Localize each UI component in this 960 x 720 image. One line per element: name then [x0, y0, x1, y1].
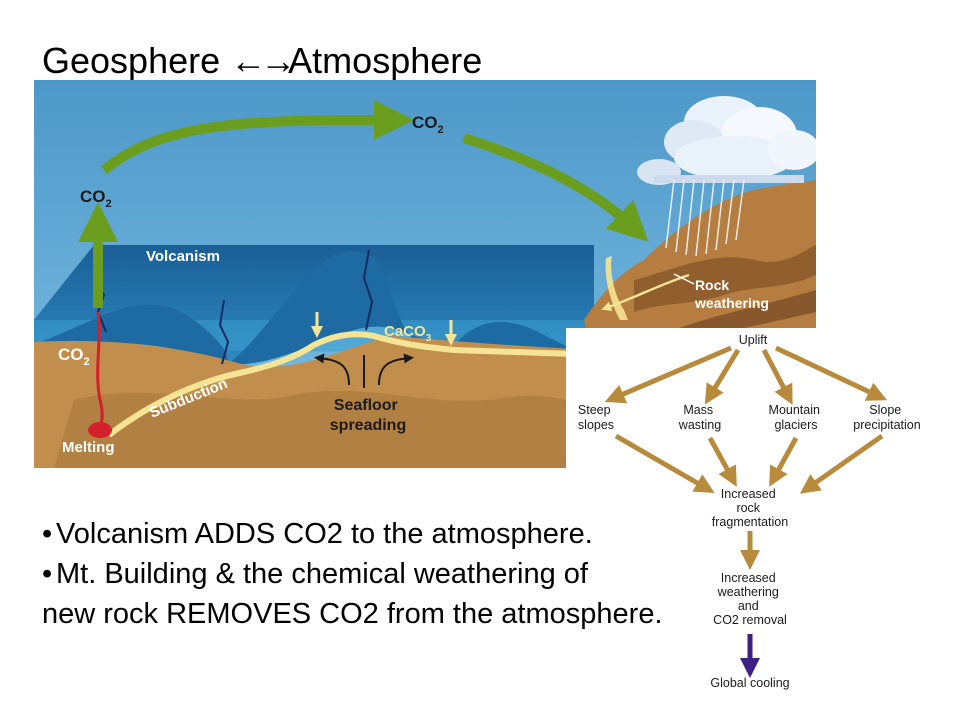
- bullet-item: •Volcanism ADDS CO2 to the atmosphere.: [42, 514, 802, 554]
- arrow-right-icon: →: [260, 40, 297, 81]
- bullet-icon: •: [42, 558, 53, 590]
- bullet-text: Mt. Building & the chemical weathering o…: [56, 558, 588, 590]
- seafloor-ridge: [34, 250, 574, 366]
- label-rock-weathering: Rock weathering: [694, 277, 769, 311]
- node-steep-slopes: Steep slopes: [578, 403, 614, 432]
- green-arrow-co2-down: [462, 133, 649, 242]
- slide-title: Geosphere ← → Atmosphere: [42, 40, 482, 82]
- label-co2-crust: CO2: [58, 345, 90, 368]
- node-global-cooling: Global cooling: [710, 676, 789, 690]
- title-atmosphere: Atmosphere: [288, 40, 483, 81]
- sediment-layer: [107, 331, 575, 438]
- node-increased-fragmentation: Increased rock fragmentation: [712, 487, 788, 529]
- melting-blob: [88, 422, 112, 438]
- uplift-flowchart: Uplift Steep slopes Mass wasting Mountai…: [566, 328, 960, 700]
- label-melting: Melting: [62, 439, 115, 456]
- green-arrow-co2-arc: [100, 100, 414, 174]
- title-geosphere: Geosphere: [42, 40, 221, 81]
- node-increased-weathering: Increased weathering and CO2 removal: [713, 571, 787, 627]
- bullet-text-continued: new rock REMOVES CO2 from the atmosphere…: [42, 598, 663, 630]
- bullet-item: •Mt. Building & the chemical weathering …: [42, 554, 802, 594]
- rock-weathering-zone: [605, 256, 628, 320]
- bullet-list: •Volcanism ADDS CO2 to the atmosphere. •…: [42, 514, 802, 634]
- node-mountain-glaciers: Mountain glaciers: [769, 403, 824, 432]
- rock-weathering-pointer: [673, 273, 695, 285]
- rain-streaks: [665, 179, 745, 257]
- arrow-left-icon: ←: [230, 40, 267, 81]
- node-slope-precipitation: Slope precipitation: [853, 403, 920, 432]
- node-mass-wasting: Mass wasting: [678, 403, 721, 432]
- bullet-text: Volcanism ADDS CO2 to the atmosphere.: [56, 518, 593, 550]
- label-caco3: CaCO3: [384, 323, 432, 344]
- label-co2-left: CO2: [80, 187, 112, 210]
- node-uplift: Uplift: [739, 333, 768, 347]
- flow-arrows: [604, 345, 888, 570]
- rock-weathering-arrow: [601, 273, 690, 312]
- bullet-continuation: new rock REMOVES CO2 from the atmosphere…: [42, 594, 802, 634]
- label-seafloor-spreading: Seafloor spreading: [330, 397, 406, 434]
- crust-shading: [54, 390, 594, 468]
- bullet-icon: •: [42, 518, 53, 550]
- label-co2-top: CO2: [412, 113, 444, 136]
- spreading-arrows: [314, 353, 414, 388]
- label-volcanism: Volcanism: [146, 248, 220, 265]
- mountain-dark-layer: [634, 245, 816, 312]
- storm-cloud: [637, 96, 816, 185]
